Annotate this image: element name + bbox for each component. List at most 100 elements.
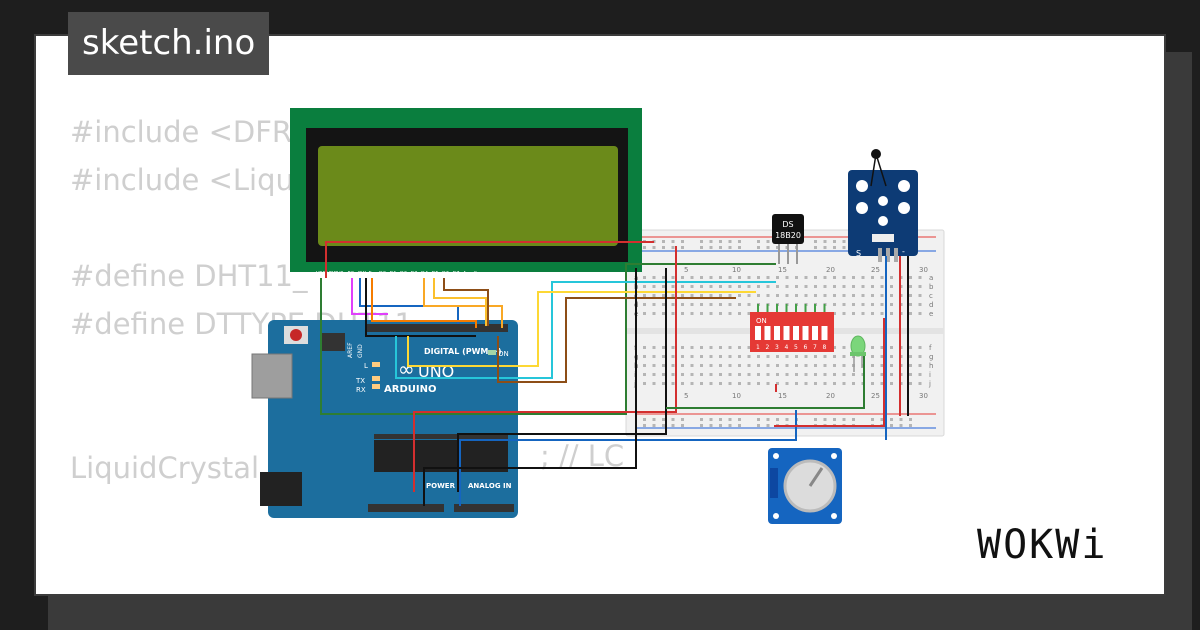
bb-hole[interactable]	[823, 364, 827, 367]
bb-hole[interactable]	[823, 294, 827, 297]
bb-hole[interactable]	[719, 246, 722, 249]
dip-toggle[interactable]	[793, 326, 799, 340]
bb-hole[interactable]	[728, 364, 732, 367]
bb-hole[interactable]	[700, 373, 703, 376]
dip-toggle[interactable]	[802, 326, 809, 340]
bb-hole[interactable]	[766, 373, 770, 376]
bb-hole[interactable]	[795, 373, 798, 376]
bb-hole[interactable]	[776, 294, 779, 297]
bb-hole[interactable]	[766, 355, 770, 358]
bb-hole[interactable]	[681, 364, 684, 367]
bb-hole[interactable]	[842, 364, 846, 367]
bb-hole[interactable]	[880, 418, 884, 421]
bb-hole[interactable]	[662, 285, 665, 288]
bb-hole[interactable]	[671, 294, 675, 297]
bb-hole[interactable]	[700, 294, 703, 297]
bb-hole[interactable]	[700, 346, 703, 349]
bb-hole[interactable]	[681, 312, 684, 315]
bb-hole[interactable]	[804, 294, 808, 297]
bb-hole[interactable]	[795, 364, 798, 367]
bb-hole[interactable]	[852, 276, 855, 279]
bb-hole[interactable]	[871, 285, 874, 288]
bb-hole[interactable]	[842, 303, 846, 306]
bb-hole[interactable]	[918, 364, 922, 367]
bb-hole[interactable]	[757, 285, 760, 288]
bb-hole[interactable]	[681, 240, 684, 243]
bb-hole[interactable]	[662, 418, 665, 421]
bb-hole[interactable]	[671, 373, 675, 376]
bb-hole[interactable]	[766, 364, 770, 367]
bb-hole[interactable]	[814, 373, 817, 376]
bb-hole[interactable]	[785, 373, 789, 376]
bb-hole[interactable]	[681, 285, 684, 288]
bb-hole[interactable]	[719, 276, 722, 279]
bb-hole[interactable]	[871, 346, 874, 349]
bb-hole[interactable]	[757, 424, 760, 427]
bb-hole[interactable]	[823, 355, 827, 358]
potentiometer[interactable]	[768, 448, 842, 524]
bb-hole[interactable]	[757, 373, 760, 376]
bb-hole[interactable]	[662, 382, 665, 385]
bb-hole[interactable]	[890, 373, 893, 376]
bb-hole[interactable]	[757, 294, 760, 297]
bb-hole[interactable]	[747, 364, 751, 367]
bb-hole[interactable]	[823, 382, 827, 385]
bb-hole[interactable]	[738, 418, 741, 421]
bb-hole[interactable]	[690, 294, 694, 297]
bb-hole[interactable]	[652, 355, 656, 358]
bb-hole[interactable]	[757, 364, 760, 367]
bb-hole[interactable]	[700, 382, 703, 385]
bb-hole[interactable]	[880, 276, 884, 279]
bb-hole[interactable]	[671, 355, 675, 358]
bb-hole[interactable]	[890, 285, 893, 288]
bb-hole[interactable]	[871, 294, 874, 297]
bb-hole[interactable]	[890, 424, 893, 427]
bb-hole[interactable]	[662, 276, 665, 279]
bb-hole[interactable]	[766, 382, 770, 385]
bb-hole[interactable]	[766, 285, 770, 288]
bb-hole[interactable]	[899, 424, 903, 427]
bb-hole[interactable]	[700, 276, 703, 279]
bb-hole[interactable]	[652, 246, 656, 249]
bb-hole[interactable]	[700, 312, 703, 315]
bb-hole[interactable]	[909, 303, 912, 306]
bb-hole[interactable]	[662, 312, 665, 315]
temperature-sensor-module[interactable]: S -	[848, 149, 918, 262]
bb-hole[interactable]	[880, 312, 884, 315]
bb-hole[interactable]	[738, 373, 741, 376]
bb-hole[interactable]	[709, 294, 713, 297]
bb-hole[interactable]	[842, 382, 846, 385]
bb-hole[interactable]	[709, 246, 713, 249]
bb-hole[interactable]	[766, 276, 770, 279]
bb-hole[interactable]	[766, 418, 770, 421]
bb-hole[interactable]	[861, 312, 865, 315]
bb-hole[interactable]	[880, 373, 884, 376]
bb-hole[interactable]	[643, 246, 646, 249]
bb-hole[interactable]	[852, 294, 855, 297]
bb-hole[interactable]	[776, 355, 779, 358]
bb-hole[interactable]	[662, 240, 665, 243]
bb-hole[interactable]	[709, 240, 713, 243]
dip-toggle[interactable]	[755, 326, 761, 340]
bb-hole[interactable]	[709, 364, 713, 367]
bb-hole[interactable]	[852, 418, 855, 421]
bb-hole[interactable]	[652, 382, 656, 385]
bb-hole[interactable]	[814, 246, 817, 249]
bb-hole[interactable]	[833, 373, 836, 376]
bb-hole[interactable]	[690, 355, 694, 358]
bb-hole[interactable]	[652, 346, 656, 349]
bb-hole[interactable]	[728, 346, 732, 349]
bb-hole[interactable]	[681, 424, 684, 427]
bb-hole[interactable]	[871, 364, 874, 367]
bb-hole[interactable]	[871, 382, 874, 385]
bb-hole[interactable]	[814, 355, 817, 358]
bb-hole[interactable]	[728, 424, 732, 427]
bb-hole[interactable]	[918, 303, 922, 306]
bb-hole[interactable]	[776, 364, 779, 367]
bb-hole[interactable]	[918, 355, 922, 358]
arduino-uno[interactable]: DIGITAL (PWM ~) AREF GND L TX RX ∞ UNO A…	[251, 320, 518, 518]
bb-hole[interactable]	[823, 246, 827, 249]
bb-hole[interactable]	[690, 373, 694, 376]
dip-toggle[interactable]	[821, 326, 828, 340]
bb-hole[interactable]	[852, 382, 855, 385]
